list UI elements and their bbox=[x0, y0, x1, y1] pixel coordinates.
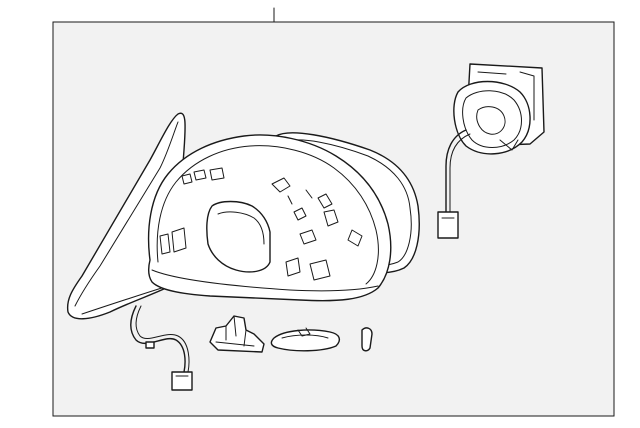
base-wire-harness bbox=[130, 305, 193, 391]
signal-lamp bbox=[270, 327, 341, 352]
actuator-motor bbox=[453, 63, 545, 155]
actuator-wire-harness bbox=[437, 129, 471, 239]
small-clip bbox=[361, 327, 373, 352]
housing-opening bbox=[206, 200, 271, 273]
mirror-housing bbox=[147, 134, 392, 302]
mirror-assembly bbox=[66, 112, 420, 320]
mount-cover bbox=[209, 315, 265, 353]
base-connector bbox=[171, 371, 193, 391]
actuator-connector bbox=[437, 211, 459, 239]
